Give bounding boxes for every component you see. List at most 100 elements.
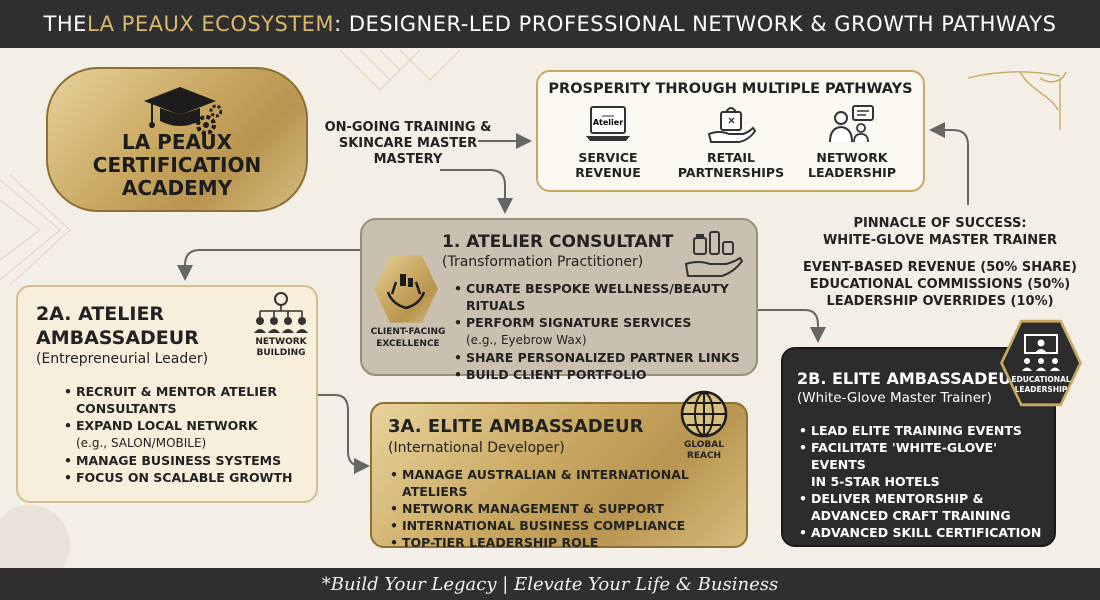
revenue-leadership-overrides: LEADERSHIP OVERRIDES (10%) bbox=[826, 294, 1054, 309]
arrow-training-to-atelier bbox=[440, 169, 513, 214]
pathway-3-line-2: LEADERSHIP bbox=[808, 165, 896, 180]
duty-note: (e.g., Eyebrow Wax) bbox=[466, 333, 587, 347]
academy-line-1: LA PEAUX bbox=[121, 130, 233, 154]
network-building-line-2: BUILDING bbox=[256, 348, 306, 358]
arrow-atelier-to-2a bbox=[177, 249, 360, 281]
arrow-2a-to-3a bbox=[318, 394, 370, 474]
duty-item: BUILD CLIENT PORTFOLIO bbox=[452, 366, 752, 383]
footer-tagline: *Build Your Legacy | Elevate Your Life &… bbox=[0, 568, 1100, 600]
atelier-consultant-title: 1. ATELIER CONSULTANT bbox=[442, 232, 674, 252]
duty-item: PERFORM SIGNATURE SERVICES(e.g., Eyebrow… bbox=[452, 314, 752, 349]
title-rest: : DESIGNER-LED PROFESSIONAL NETWORK & GR… bbox=[334, 12, 1057, 36]
duty-text: ADVANCED SKILL CERTIFICATION bbox=[811, 525, 1042, 540]
atelier-laptop-icon: Atelier bbox=[586, 106, 630, 141]
client-facing-badge-label: CLIENT-FACING EXCELLENCE bbox=[362, 326, 454, 350]
ambassadeur-2b-title: 2B. ELITE AMBASSADEUR bbox=[797, 369, 1024, 388]
duty-item: LEAD ELITE TRAINING EVENTS bbox=[797, 422, 1049, 439]
duty-text: LEAD ELITE TRAINING EVENTS bbox=[811, 423, 1022, 438]
duty-text: FACILITATE 'WHITE-GLOVE' EVENTS bbox=[811, 440, 997, 472]
network-building-icon bbox=[254, 292, 308, 333]
pathway-network-leadership: NETWORK LEADERSHIP bbox=[792, 104, 912, 180]
global-reach-line-2: REACH bbox=[686, 451, 722, 461]
atelier-ambassadeur-node: 2A. ATELIER AMBASSADEUR (Entrepreneurial… bbox=[16, 285, 318, 503]
duty-item: TOP-TIER LEADERSHIP ROLE bbox=[388, 534, 744, 551]
global-reach-label: GLOBAL REACH bbox=[668, 440, 740, 462]
ambassadeur-2b-subtitle: (White-Glove Master Trainer) bbox=[797, 390, 992, 406]
shopping-bag-hand-icon bbox=[707, 107, 757, 143]
certification-academy-node: LA PEAUX CERTIFICATION ACADEMY bbox=[46, 67, 308, 212]
pathway-2-line-2: PARTNERSHIPS bbox=[677, 165, 785, 180]
atelier-icon-text: Atelier bbox=[593, 118, 623, 127]
pathway-1-line-1: SERVICE bbox=[578, 150, 638, 165]
duty-item: FACILITATE 'WHITE-GLOVE' EVENTS IN 5-STAR… bbox=[797, 439, 1049, 490]
ambassadeur-3a-title: 3A. ELITE AMBASSADEUR bbox=[388, 416, 644, 437]
globe-icon bbox=[680, 390, 728, 438]
duty-item: EXPAND LOCAL NETWORK (e.g., SALON/MOBILE) bbox=[62, 417, 312, 452]
ambassadeur-3a-subtitle: (International Developer) bbox=[388, 440, 565, 456]
duty-text: TOP-TIER LEADERSHIP ROLE bbox=[402, 535, 599, 550]
prosperity-pathways-box: PROSPERITY THROUGH MULTIPLE PATHWAYS Ate… bbox=[536, 70, 925, 192]
network-building-line-1: NETWORK bbox=[255, 337, 307, 347]
duty-note: (e.g., SALON/MOBILE) bbox=[76, 436, 207, 450]
duty-text: DELIVER MENTORSHIP & bbox=[811, 491, 984, 506]
duty-text: MANAGE AUSTRALIAN & INTERNATIONAL ATELIE… bbox=[402, 467, 689, 499]
caring-hands-icon bbox=[386, 274, 426, 310]
graduation-cap-gears-icon bbox=[144, 87, 222, 135]
training-label-line-3: MASTERY bbox=[373, 152, 443, 167]
educational-leadership-label: EDUCATIONAL LEADERSHIP bbox=[1003, 375, 1079, 395]
duty-text: IN 5-STAR HOTELS bbox=[811, 474, 940, 489]
duty-text: INTERNATIONAL BUSINESS COMPLIANCE bbox=[402, 518, 686, 533]
arrow-atelier-to-2b bbox=[758, 309, 826, 343]
duty-item: FOCUS ON SCALABLE GROWTH bbox=[62, 469, 312, 486]
pinnacle-of-success: PINNACLE OF SUCCESS: WHITE-GLOVE MASTER … bbox=[800, 215, 1080, 310]
academy-line-2: CERTIFICATION bbox=[92, 153, 262, 177]
pathway-2-line-1: RETAIL bbox=[706, 150, 755, 165]
skincare-products-hand-icon bbox=[684, 231, 744, 277]
training-label: ON-GOING TRAINING & SKINCARE MASTER MAST… bbox=[318, 120, 498, 168]
educational-leadership-line-1: EDUCATIONAL bbox=[1011, 375, 1071, 384]
duty-item: SHARE PERSONALIZED PARTNER LINKS bbox=[452, 349, 752, 366]
academy-line-3: ACADEMY bbox=[121, 176, 233, 200]
duty-item: CURATE BESPOKE WELLNESS/BEAUTY RITUALS bbox=[452, 280, 752, 314]
elite-ambassadeur-international-node: 3A. ELITE AMBASSADEUR (International Dev… bbox=[370, 390, 748, 551]
educational-leadership-line-2: LEADERSHIP bbox=[1014, 385, 1068, 394]
ambassadeur-2a-title-line-2: AMBASSADEUR bbox=[36, 327, 199, 349]
duty-text: EXPAND LOCAL NETWORK bbox=[76, 418, 258, 433]
ambassadeur-2a-subtitle: (Entrepreneurial Leader) bbox=[36, 351, 209, 367]
ambassadeur-2a-title-line-1: 2A. ATELIER bbox=[36, 303, 165, 325]
duty-text: NETWORK MANAGEMENT & SUPPORT bbox=[402, 501, 664, 516]
title-prefix: THE bbox=[43, 12, 87, 36]
atelier-consultant-subtitle: (Transformation Practitioner) bbox=[442, 254, 644, 270]
duty-item: RECRUIT & MENTOR ATELIER CONSULTANTS bbox=[62, 383, 312, 417]
duty-text: ADVANCED CRAFT TRAINING bbox=[811, 508, 1011, 523]
duty-text: CONSULTANTS bbox=[76, 401, 177, 416]
training-label-line-2: SKINCARE MASTER bbox=[338, 136, 478, 151]
training-label-line-1: ON-GOING TRAINING & bbox=[324, 120, 492, 135]
title-accent: LA PEAUX ECOSYSTEM bbox=[86, 12, 335, 36]
arrow-pinnacle-to-prosperity bbox=[929, 122, 969, 205]
ambassadeur-3a-duties: MANAGE AUSTRALIAN & INTERNATIONAL ATELIE… bbox=[388, 466, 744, 551]
duty-item: ADVANCED SKILL CERTIFICATION bbox=[797, 524, 1049, 541]
revenue-educational-commissions: EDUCATIONAL COMMISSIONS (50%) bbox=[809, 277, 1071, 292]
page-title: THE LA PEAUX ECOSYSTEM: DESIGNER-LED PRO… bbox=[0, 0, 1100, 48]
pathway-service-revenue: Atelier SERVICE REVENUE bbox=[548, 104, 668, 180]
network-building-label: NETWORK BUILDING bbox=[246, 337, 316, 359]
duty-item: INTERNATIONAL BUSINESS COMPLIANCE bbox=[388, 517, 744, 534]
duty-item: MANAGE BUSINESS SYSTEMS bbox=[62, 452, 312, 469]
duty-text: MANAGE BUSINESS SYSTEMS bbox=[76, 453, 282, 468]
atelier-consultant-node: 1. ATELIER CONSULTANT (Transformation Pr… bbox=[360, 218, 758, 383]
pathway-3-line-1: NETWORK bbox=[816, 150, 888, 165]
pinnacle-line-1: PINNACLE OF SUCCESS: bbox=[853, 216, 1027, 231]
duty-item: NETWORK MANAGEMENT & SUPPORT bbox=[388, 500, 744, 517]
duty-text: SHARE PERSONALIZED PARTNER LINKS bbox=[466, 350, 740, 365]
network-people-icon bbox=[829, 105, 874, 143]
pathway-1-line-2: REVENUE bbox=[575, 165, 641, 180]
duty-text: RECRUIT & MENTOR ATELIER bbox=[76, 384, 278, 399]
revenue-event-based: EVENT-BASED REVENUE (50% SHARE) bbox=[803, 260, 1077, 275]
pinnacle-line-2: WHITE-GLOVE MASTER TRAINER bbox=[822, 233, 1058, 248]
duty-text: BUILD CLIENT PORTFOLIO bbox=[466, 367, 647, 382]
client-facing-line-1: CLIENT-FACING bbox=[370, 327, 446, 337]
client-facing-badge bbox=[374, 255, 438, 323]
